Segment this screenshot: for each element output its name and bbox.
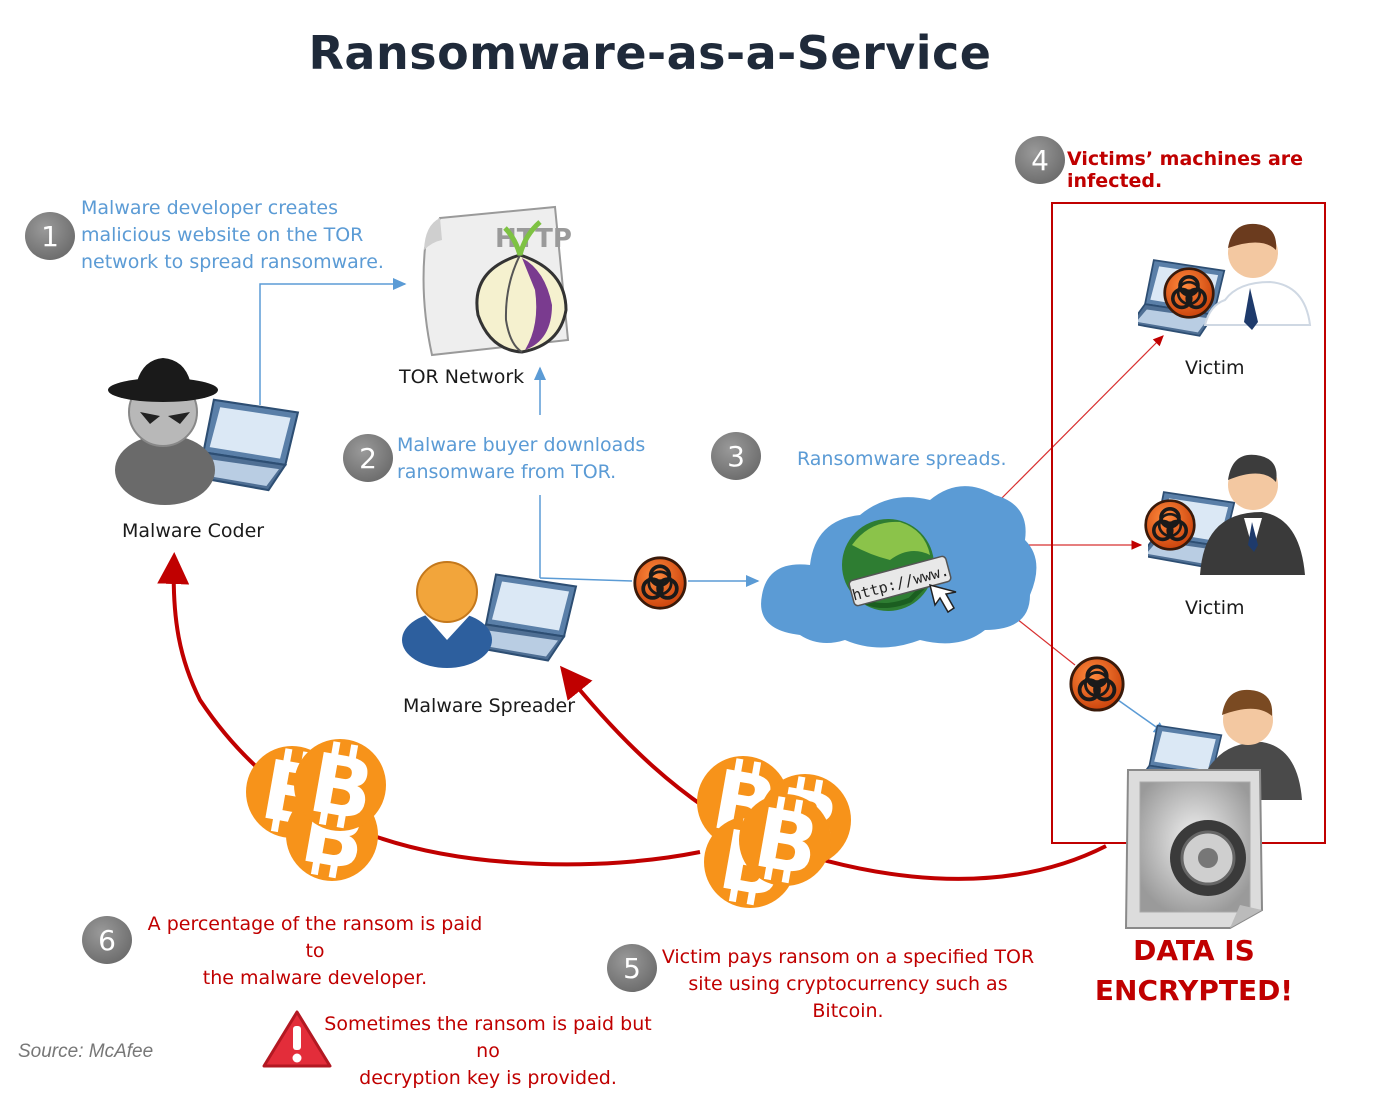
step-5-line: Victim pays ransom on a specified TOR (661, 946, 1035, 968)
victim-1-icon (1138, 223, 1312, 337)
step-6-description: A percentage of the ransom is paid to th… (140, 911, 490, 992)
step-4-description: Victims’ machines are infected. (1067, 148, 1304, 192)
step-6-number: 6 (98, 924, 116, 957)
data-encrypted-label: DATA IS ENCRYPTED! (1084, 931, 1304, 1011)
step-6-line: the malware developer. (202, 967, 428, 989)
victim-1-label: Victim (1185, 357, 1245, 379)
warning-note: Sometimes the ransom is paid but no decr… (318, 1011, 658, 1092)
internet-cloud-icon: http://www. (761, 486, 1037, 648)
connector-coder-to-tor (259, 278, 407, 405)
step-2-number: 2 (359, 442, 377, 475)
step-1-number: 1 (41, 220, 59, 253)
encrypted-line: ENCRYPTED! (1094, 974, 1294, 1007)
encrypted-safe-icon (1124, 769, 1264, 929)
step-badge-1: 1 (25, 212, 75, 260)
malware-spreader-label: Malware Spreader (403, 695, 576, 717)
step-2-description: Malware buyer downloads ransomware from … (397, 432, 645, 486)
warning-icon (262, 1010, 332, 1068)
malware-spreader-icon (402, 561, 578, 668)
step-badge-4: 4 (1015, 136, 1065, 184)
step-1-line: Malware developer creates (81, 197, 339, 219)
encrypted-line: DATA IS (1133, 934, 1255, 967)
tor-network-label: TOR Network (399, 366, 525, 388)
step-1-line: malicious website on the TOR (81, 224, 364, 246)
warning-line: Sometimes the ransom is paid but no (324, 1013, 652, 1062)
bitcoin-cluster-left (246, 735, 386, 885)
step-badge-5: 5 (607, 944, 657, 992)
step-3-number: 3 (727, 440, 745, 473)
malware-coder-label: Malware Coder (122, 520, 265, 542)
step-5-description: Victim pays ransom on a specified TOR si… (658, 944, 1038, 1025)
step-2-line: ransomware from TOR. (397, 461, 617, 483)
step-badge-2: 2 (343, 434, 393, 482)
step-5-number: 5 (623, 952, 641, 985)
step-badge-3: 3 (711, 432, 761, 480)
connector-cloud-to-victim-1 (987, 335, 1164, 513)
tor-network-icon: HTTP (422, 205, 572, 357)
step-3-description: Ransomware spreads. (797, 446, 1007, 473)
step-6-line: A percentage of the ransom is paid to (147, 913, 483, 962)
step-3-line: Ransomware spreads. (797, 448, 1007, 470)
step-5-line: site using cryptocurrency such as Bitcoi… (688, 973, 1008, 1022)
step-4-number: 4 (1031, 144, 1049, 177)
step-2-line: Malware buyer downloads (397, 434, 646, 456)
step-badge-6: 6 (82, 916, 132, 964)
source-credit: Source: McAfee (18, 1041, 154, 1062)
victim-2-label: Victim (1185, 597, 1245, 619)
connector-spreader-to-cloud (539, 575, 760, 587)
step-1-description: Malware developer creates malicious webs… (81, 195, 384, 276)
biohazard-icon (1068, 655, 1126, 713)
page-title: Ransomware-as-a-Service (308, 26, 992, 80)
biohazard-icon (632, 555, 688, 611)
warning-line: decryption key is provided. (359, 1067, 617, 1089)
bitcoin-cluster-right (697, 752, 851, 912)
victim-2-icon (1143, 454, 1305, 575)
malware-coder-icon (108, 358, 300, 505)
step-1-line: network to spread ransomware. (81, 251, 384, 273)
